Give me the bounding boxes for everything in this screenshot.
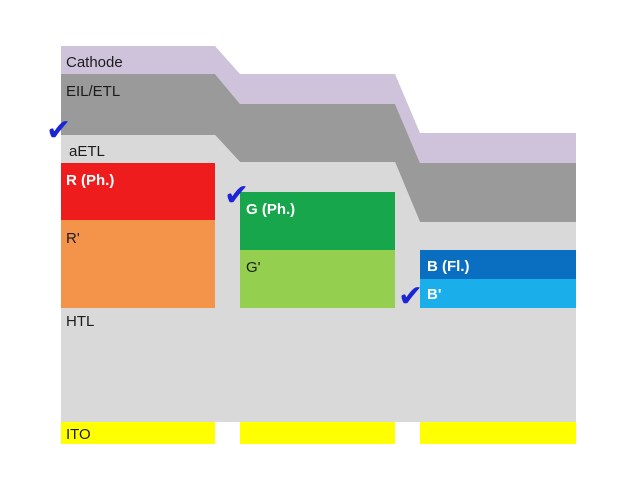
htl-label: HTL [66,313,95,330]
g-ph-label: G (Ph.) [246,201,296,218]
checkmark-icon: ✔ [398,279,424,314]
g-prime-layer [240,250,395,308]
cathode-layer [61,46,576,163]
ito-pad-blue [420,422,576,444]
b-prime-layer [420,279,576,308]
ito-pad-red [61,422,215,444]
aetl-layer [61,135,576,308]
htl-layer [61,308,576,422]
r-prime-layer [61,220,215,308]
r-ph-label: R (Ph.) [66,172,115,189]
checkmark-icon: ✔ [224,178,250,213]
ito-pad-green [240,422,395,444]
g-prime-label: G' [246,259,261,276]
g-ph-layer [240,192,395,250]
aetl-label: aETL [69,143,105,160]
eil-etl-label: EIL/ETL [66,83,121,100]
r-prime-label: R' [66,230,80,247]
b-fl-label: B (Fl.) [427,258,470,275]
r-ph-layer [61,163,215,220]
ito-label: ITO [66,426,91,443]
checkmark-icon: ✔ [46,113,72,148]
cathode-label: Cathode [66,54,123,71]
b-fl-layer [420,250,576,279]
eil-etl-layer [61,74,576,222]
b-prime-label: B' [427,286,442,303]
